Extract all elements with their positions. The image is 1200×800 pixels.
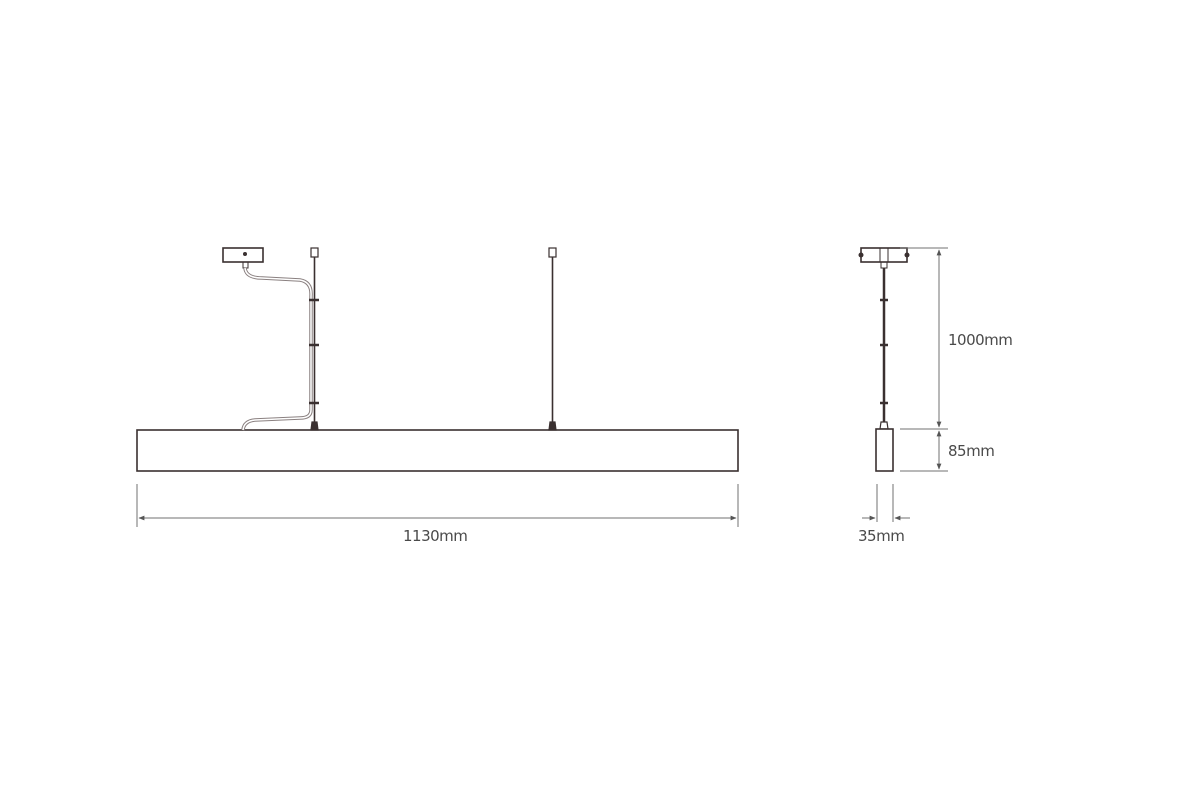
side-view xyxy=(858,247,910,472)
length-dimension xyxy=(136,484,739,527)
body-width-label: 35mm xyxy=(858,527,905,545)
side-luminaire-body xyxy=(875,428,894,472)
power-cord xyxy=(241,267,313,431)
left-suspension-cable xyxy=(309,247,319,431)
body-height-label: 85mm xyxy=(948,442,995,460)
right-suspension-cable xyxy=(548,247,557,431)
side-dimensions xyxy=(862,247,948,522)
ceiling-canopy xyxy=(222,247,264,263)
side-canopy xyxy=(860,247,908,263)
luminaire-body xyxy=(136,429,739,472)
front-view xyxy=(136,247,739,472)
suspension-height-label: 1000mm xyxy=(948,331,1013,349)
length-label: 1130mm xyxy=(403,527,468,545)
